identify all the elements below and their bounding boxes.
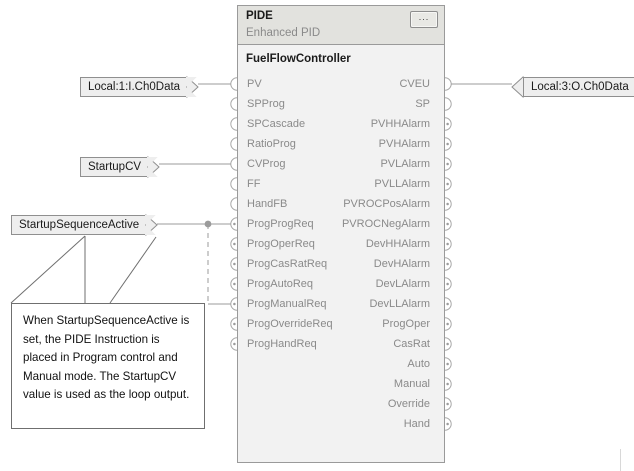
pin-label-Manual: Manual: [393, 378, 430, 390]
pin-label-PV: PV: [247, 78, 262, 90]
pin-connector-PVLLAlarm[interactable]: [444, 177, 452, 191]
pin-connector-ProgOverrideReq[interactable]: [230, 317, 238, 331]
tag-input-pv-label: Local:1:I.Ch0Data: [88, 80, 181, 93]
pin-label-CVProg: CVProg: [247, 158, 286, 170]
pin-label-ProgAutoReq: ProgAutoReq: [247, 278, 314, 290]
pin-label-PVHAlarm: PVHAlarm: [378, 138, 430, 150]
pin-connector-DevHHAlarm[interactable]: [444, 237, 452, 251]
pin-connector-PVROCPosAlarm[interactable]: [444, 197, 452, 211]
pin-label-PVLAlarm: PVLAlarm: [380, 158, 430, 170]
pin-label-SPCascade: SPCascade: [247, 118, 306, 130]
pin-label-Hand: Hand: [403, 418, 430, 430]
pin-label-CasRat: CasRat: [393, 338, 430, 350]
pin-connector-PVHHAlarm[interactable]: [444, 117, 452, 131]
pin-connector-PVHAlarm[interactable]: [444, 137, 452, 151]
pin-connector-DevLLAlarm[interactable]: [444, 297, 452, 311]
pin-label-FF: FF: [247, 178, 261, 190]
pin-label-PVROCNegAlarm: PVROCNegAlarm: [341, 218, 430, 230]
pin-connector-ProgOper[interactable]: [444, 317, 452, 331]
pin-connector-SPCascade[interactable]: [230, 117, 238, 131]
comment-leader: [109, 236, 157, 304]
wire-junction-dot[interactable]: [204, 220, 212, 228]
pin-connector-HandFB[interactable]: [230, 197, 238, 211]
pin-label-Override: Override: [387, 398, 430, 410]
tag-input-cv[interactable]: StartupCV: [80, 157, 159, 177]
tag-nose-cveu: [511, 75, 524, 99]
block-properties-button[interactable]: ...: [410, 11, 438, 28]
comment-box[interactable]: When StartupSequenceActive is set, the P…: [11, 303, 205, 429]
ellipsis-icon: ...: [418, 11, 430, 22]
pin-connector-Manual[interactable]: [444, 377, 452, 391]
pin-connector-SPProg[interactable]: [230, 97, 238, 111]
pin-connector-CasRat[interactable]: [444, 337, 452, 351]
pin-label-DevLLAlarm: DevLLAlarm: [369, 298, 430, 310]
pin-label-Auto: Auto: [407, 358, 430, 370]
pin-label-PVLLAlarm: PVLLAlarm: [374, 178, 430, 190]
pin-connector-CVEU[interactable]: [444, 77, 452, 91]
pin-connector-ProgOperReq[interactable]: [230, 237, 238, 251]
block-header: PIDE Enhanced PID ...: [238, 6, 444, 45]
comment-leader-diagonal: [10, 235, 86, 304]
pin-label-HandFB: HandFB: [247, 198, 288, 210]
pin-connector-ProgCasRatReq[interactable]: [230, 257, 238, 271]
pin-label-ProgManualReq: ProgManualReq: [247, 298, 327, 310]
pin-connector-PVROCNegAlarm[interactable]: [444, 217, 452, 231]
pin-label-DevHAlarm: DevHAlarm: [373, 258, 430, 270]
block-title: PIDE: [246, 10, 273, 22]
tag-input-pv[interactable]: Local:1:I.Ch0Data: [80, 77, 198, 97]
comment-text: When StartupSequenceActive is set, the P…: [23, 314, 190, 402]
pin-label-SP: SP: [415, 98, 430, 110]
pin-label-ProgOper: ProgOper: [382, 318, 430, 330]
pin-connector-Override[interactable]: [444, 397, 452, 411]
pin-label-ProgCasRatReq: ProgCasRatReq: [247, 258, 328, 270]
pin-connector-ProgProgReq[interactable]: [230, 217, 238, 231]
pin-connector-RatioProg[interactable]: [230, 137, 238, 151]
pin-label-SPProg: SPProg: [247, 98, 285, 110]
pin-label-DevLAlarm: DevLAlarm: [375, 278, 430, 290]
tag-input-bool[interactable]: StartupSequenceActive: [11, 215, 157, 235]
pin-label-PVHHAlarm: PVHHAlarm: [370, 118, 430, 130]
pin-connector-SP[interactable]: [444, 97, 452, 111]
pin-label-CVEU: CVEU: [399, 78, 430, 90]
pin-connector-ProgAutoReq[interactable]: [230, 277, 238, 291]
pin-connector-PVLAlarm[interactable]: [444, 157, 452, 171]
pin-label-ProgOperReq: ProgOperReq: [247, 238, 315, 250]
tag-input-cv-label: StartupCV: [88, 160, 142, 173]
tag-output-cveu[interactable]: Local:3:O.Ch0Data: [523, 77, 634, 97]
pide-function-block[interactable]: PIDE Enhanced PID ... FuelFlowController…: [237, 5, 445, 463]
tag-input-bool-label: StartupSequenceActive: [19, 218, 140, 231]
pin-label-RatioProg: RatioProg: [247, 138, 296, 150]
pin-connector-DevHAlarm[interactable]: [444, 257, 452, 271]
pin-label-ProgProgReq: ProgProgReq: [247, 218, 314, 230]
pin-connector-Hand[interactable]: [444, 417, 452, 431]
pin-connector-ProgHandReq[interactable]: [230, 337, 238, 351]
tag-output-cveu-label: Local:3:O.Ch0Data: [531, 80, 629, 93]
pin-connector-DevLAlarm[interactable]: [444, 277, 452, 291]
canvas-edge-marker: [620, 449, 621, 471]
pin-connector-Auto[interactable]: [444, 357, 452, 371]
pin-connector-FF[interactable]: [230, 177, 238, 191]
pin-label-ProgOverrideReq: ProgOverrideReq: [247, 318, 333, 330]
block-subtitle: Enhanced PID: [246, 27, 321, 39]
block-operand-tag: FuelFlowController: [246, 53, 351, 65]
pin-label-ProgHandReq: ProgHandReq: [247, 338, 317, 350]
pin-label-DevHHAlarm: DevHHAlarm: [365, 238, 430, 250]
pin-label-PVROCPosAlarm: PVROCPosAlarm: [343, 198, 430, 210]
